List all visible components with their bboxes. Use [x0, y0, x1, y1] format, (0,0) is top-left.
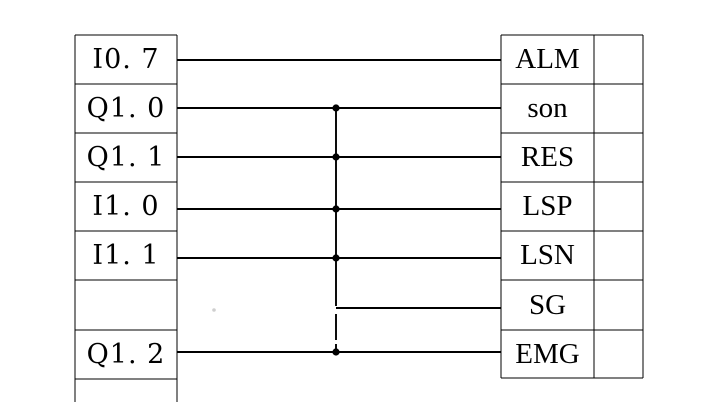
junction-dot-son: [332, 104, 340, 112]
junction-dot-group: [332, 104, 340, 356]
junction-dot-lsp: [332, 205, 340, 213]
noise-speck: [212, 308, 216, 312]
wire-group: [177, 59, 501, 353]
right-table-grid: [500, 34, 644, 379]
junction-dot-lsn: [332, 254, 340, 262]
left-table-grid: [74, 34, 178, 402]
junction-dot-emg: [332, 348, 340, 356]
junction-dot-res: [332, 153, 340, 161]
